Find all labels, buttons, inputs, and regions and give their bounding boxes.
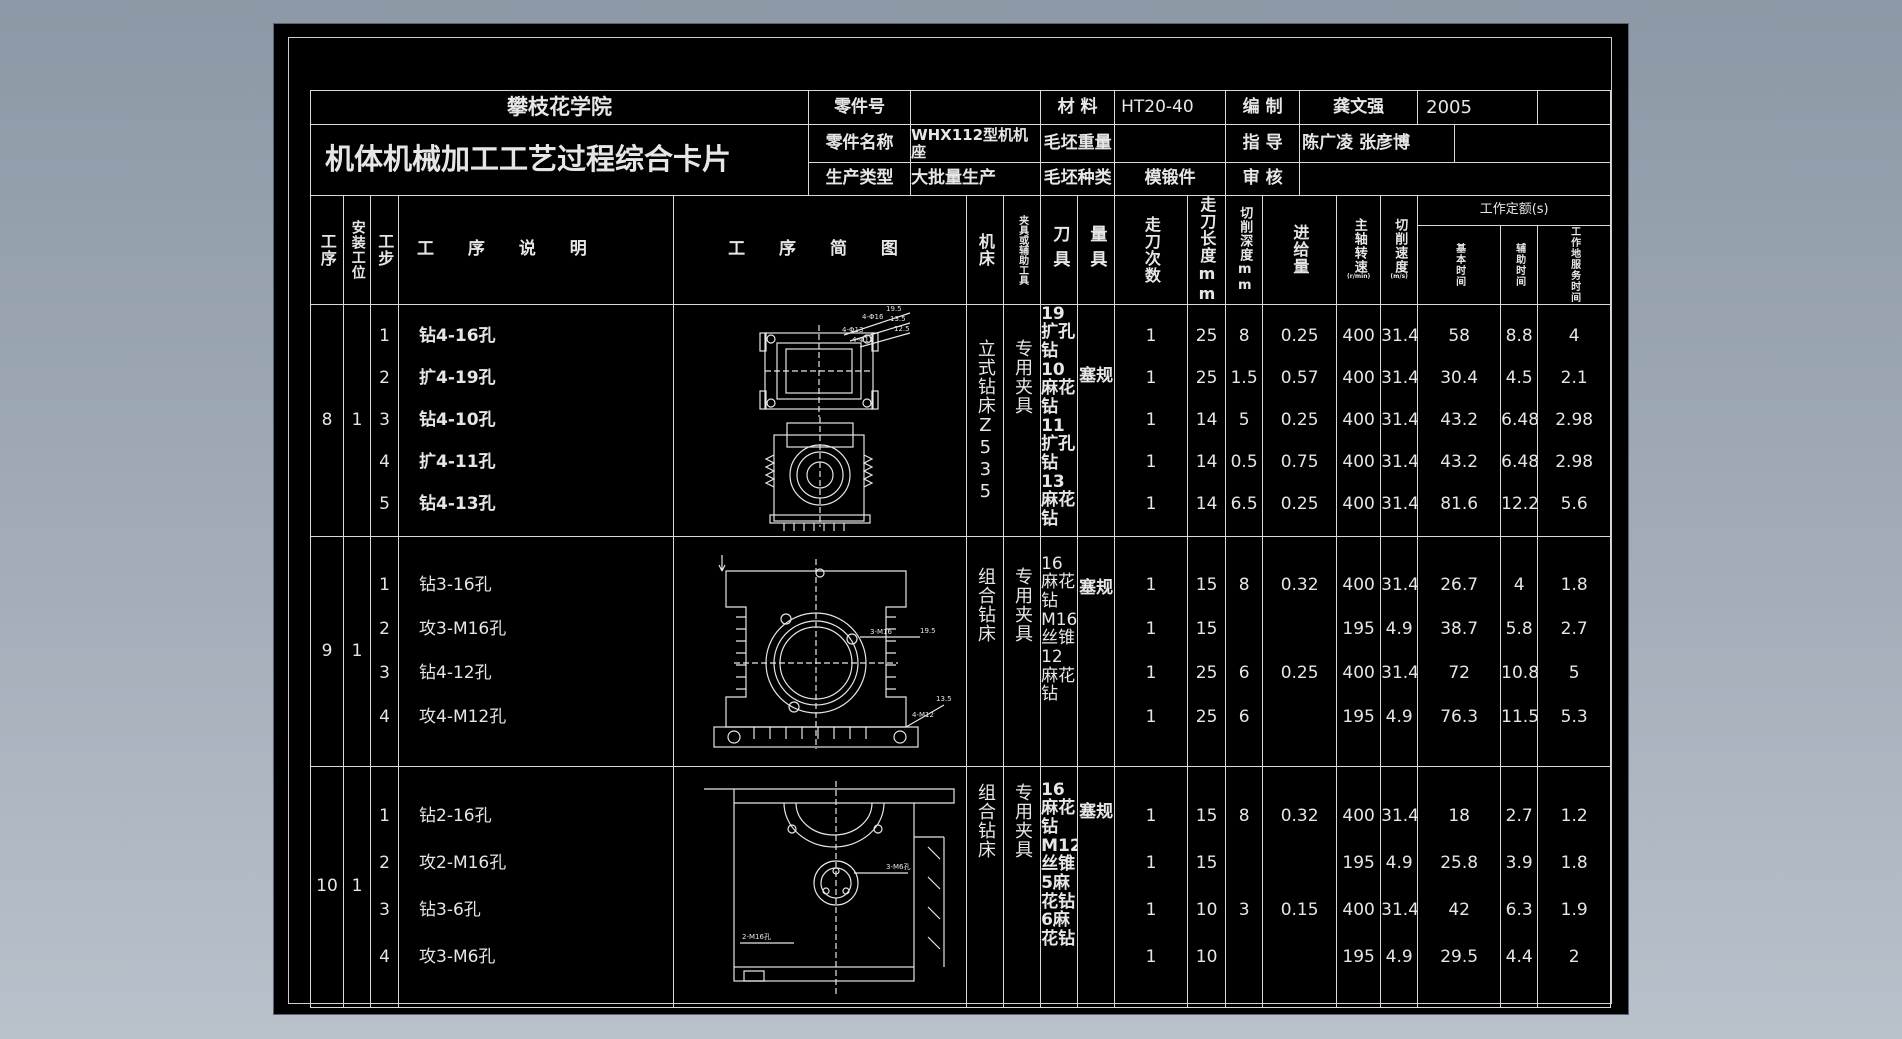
material-label: 材 料 bbox=[1040, 90, 1116, 125]
op-no: 10 bbox=[310, 765, 344, 1008]
col-fixture: 夹具或辅助工具 bbox=[1016, 214, 1028, 285]
svg-text:2-M16孔: 2-M16孔 bbox=[742, 933, 771, 941]
svg-text:4-Φ16: 4-Φ16 bbox=[862, 313, 884, 321]
review-label: 审 核 bbox=[1225, 161, 1301, 196]
school-name: 攀枝花学院 bbox=[309, 90, 810, 125]
fixture-value: 专用夹具 bbox=[1011, 566, 1033, 643]
cutter-value: 16麻花钻M12丝锥5麻花钻6麻花钻 bbox=[1040, 765, 1079, 1008]
svg-text:4-Φ11: 4-Φ11 bbox=[852, 336, 873, 344]
svg-text:13.5: 13.5 bbox=[890, 315, 906, 323]
col-spindle-speed: 主轴转速 (r/min) bbox=[1347, 218, 1371, 281]
col-cutting-speed: 切削速度 (m/s) bbox=[1390, 218, 1408, 281]
card-title: 机体机械加工工艺过程综合卡片 bbox=[309, 124, 810, 196]
review-value bbox=[1299, 161, 1612, 196]
blank-type-value: 模锻件 bbox=[1114, 161, 1227, 196]
sketch-cell: 4-Φ16 4-Φ13 4-Φ11 19.5 13.5 12.5 bbox=[672, 303, 968, 537]
guide-names: 陈广凌 张彦博 bbox=[1299, 124, 1456, 163]
material-value: HT20-40 bbox=[1114, 90, 1227, 125]
blank-type-label: 毛坯种类 bbox=[1040, 161, 1116, 196]
col-step: 工步 bbox=[375, 232, 395, 267]
col-passes: 走刀次数 bbox=[1141, 215, 1161, 284]
cutter-value: 19扩孔钻10麻花钻11扩孔钻13麻花钻 bbox=[1040, 303, 1079, 537]
gauge-value: 塞规 bbox=[1077, 303, 1116, 537]
cutter-value: 16麻花钻M16丝锥12麻花钻 bbox=[1040, 535, 1079, 767]
blank-weight-label: 毛坯重量 bbox=[1040, 124, 1116, 163]
svg-text:4-M12: 4-M12 bbox=[912, 711, 934, 719]
guide-label: 指 导 bbox=[1225, 124, 1301, 163]
col-cut-depth: 切削深度mm bbox=[1237, 205, 1253, 294]
svg-text:19.5: 19.5 bbox=[920, 627, 936, 635]
compiler-name: 龚文强 bbox=[1299, 90, 1419, 125]
op-description-list: 钻4-16孔扩4-19孔钻4-10孔扩4-11孔钻4-13孔 bbox=[419, 325, 496, 515]
col-service-time: 工作地服务时间 bbox=[1568, 226, 1580, 304]
setup-pos: 1 bbox=[343, 303, 371, 537]
drawing-sheet: 攀枝花学院 零件号 材 料 HT20-40 编 制 龚文强 2005 机体机械加… bbox=[274, 24, 1628, 1014]
svg-text:13.5: 13.5 bbox=[936, 695, 952, 703]
col-op-desc: 工 序 说 明 bbox=[398, 194, 674, 305]
part-no-value bbox=[910, 90, 1042, 125]
col-aux-time: 辅助时间 bbox=[1513, 242, 1525, 287]
part-name-label: 零件名称 bbox=[808, 124, 912, 163]
process-card-table: 攀枝花学院 零件号 材 料 HT20-40 编 制 龚文强 2005 机体机械加… bbox=[309, 90, 1612, 1008]
setup-pos: 1 bbox=[343, 535, 371, 767]
sketch-cell: 3-M16 19.5 4-M12 13.5 bbox=[672, 535, 968, 767]
col-op-sketch: 工 序 简 图 bbox=[672, 194, 968, 305]
production-type-value: 大批量生产 bbox=[910, 161, 1042, 196]
col-op-no: 工序 bbox=[317, 232, 337, 267]
production-type-label: 生产类型 bbox=[808, 161, 912, 196]
sketch-op8: 4-Φ16 4-Φ13 4-Φ11 19.5 13.5 12.5 bbox=[759, 305, 911, 531]
op-description-list: 钻2-16孔攻2-M16孔钻3-6孔攻3-M6孔 bbox=[419, 806, 507, 967]
header-blank-1 bbox=[1537, 90, 1612, 125]
machine-value: 组合钻床 bbox=[974, 782, 996, 859]
part-no-label: 零件号 bbox=[808, 90, 912, 125]
col-machine: 机床 bbox=[975, 232, 995, 267]
col-cutter: 刀具 bbox=[1049, 224, 1070, 275]
blank-weight-value bbox=[1114, 124, 1227, 163]
col-gauge: 量具 bbox=[1086, 224, 1107, 275]
op-no: 8 bbox=[310, 303, 344, 537]
svg-text:3-M16: 3-M16 bbox=[870, 628, 892, 636]
col-cut-length: 走刀长度mm bbox=[1197, 195, 1217, 304]
sketch-op9: 3-M16 19.5 4-M12 13.5 bbox=[713, 555, 952, 749]
machine-value: 组合钻床 bbox=[974, 566, 996, 643]
col-time-quota: 工作定额(s) bbox=[1417, 194, 1612, 226]
svg-text:12.5: 12.5 bbox=[894, 325, 910, 333]
svg-text:19.5: 19.5 bbox=[886, 305, 902, 313]
op-no: 9 bbox=[310, 535, 344, 767]
gauge-value: 塞规 bbox=[1077, 765, 1116, 1008]
svg-text:4-Φ13: 4-Φ13 bbox=[842, 326, 863, 334]
col-feed: 进给量 bbox=[1290, 224, 1310, 275]
sketch-op10: 3-M6孔 2-M16孔 bbox=[704, 781, 955, 995]
sketch-cell: 3-M6孔 2-M16孔 bbox=[672, 765, 968, 1008]
fixture-value: 专用夹具 bbox=[1011, 338, 1033, 415]
svg-text:3-M6孔: 3-M6孔 bbox=[886, 863, 910, 871]
year-value: 2005 bbox=[1417, 90, 1539, 125]
col-basic-time: 基本时间 bbox=[1453, 242, 1465, 287]
setup-pos: 1 bbox=[343, 765, 371, 1008]
machine-value: 立式钻床Z535 bbox=[974, 338, 996, 503]
gauge-value: 塞规 bbox=[1077, 535, 1116, 767]
compile-label: 编 制 bbox=[1225, 90, 1301, 125]
fixture-value: 专用夹具 bbox=[1011, 782, 1033, 859]
col-setup-pos: 安装工位 bbox=[349, 219, 366, 280]
part-name-value: WHX112型机机座 bbox=[910, 124, 1042, 163]
header-blank-2 bbox=[1454, 124, 1612, 163]
op-description-list: 钻3-16孔攻3-M16孔钻4-12孔攻4-M12孔 bbox=[419, 574, 507, 728]
